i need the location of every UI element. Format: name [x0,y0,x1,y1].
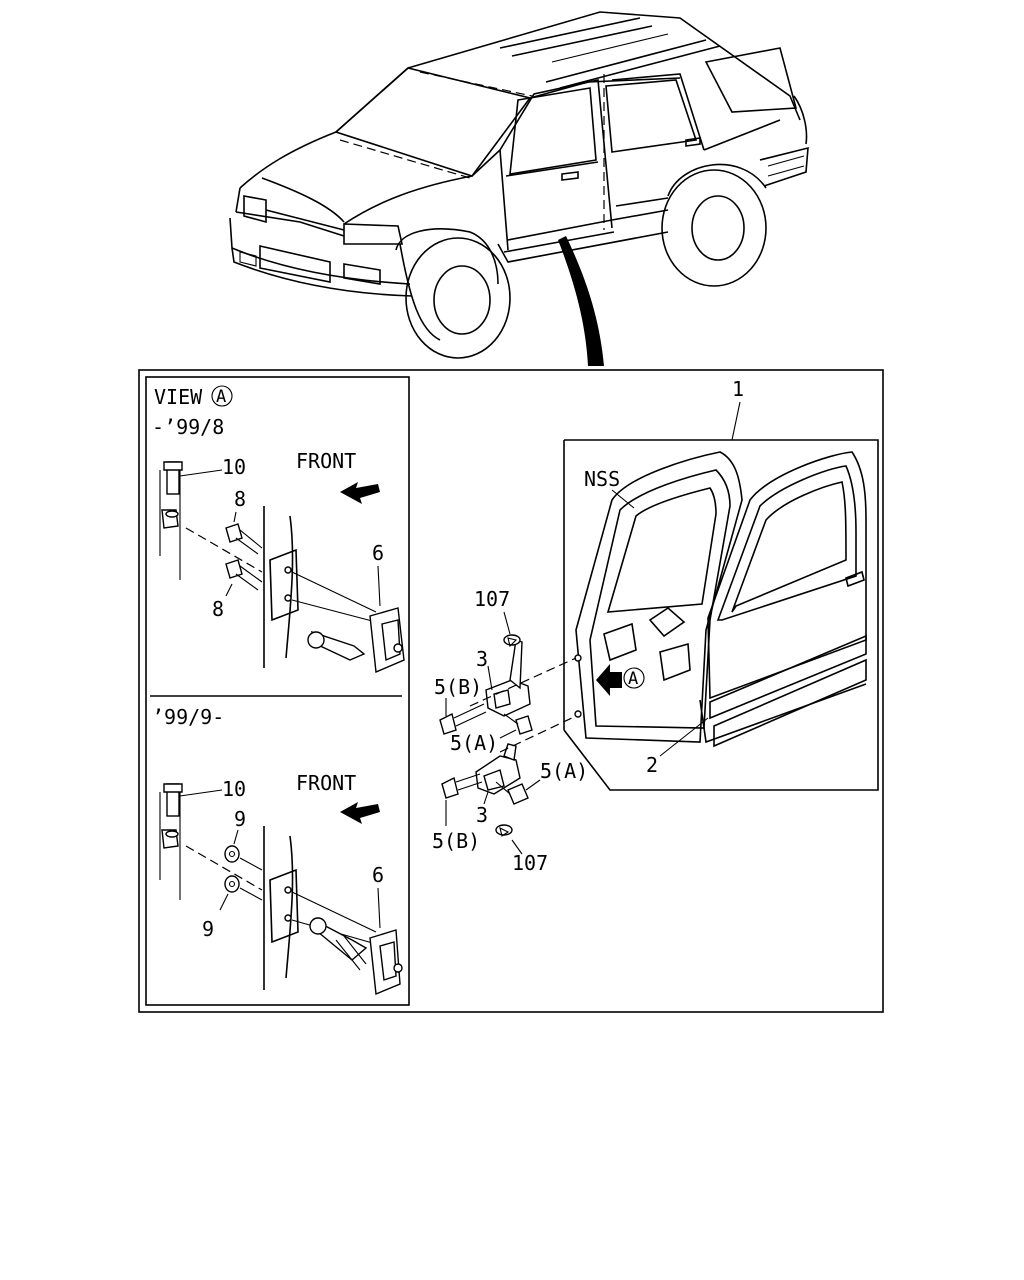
upper-period-label: -’99/8 [152,415,224,439]
callout-circle-letter: A [628,669,638,689]
view-a-panel [145,376,410,1006]
lower-period-label: ’99/9- [152,705,224,729]
part-10-lower: 10 [222,777,246,801]
front-label-upper: FRONT [296,449,356,473]
part-3-lower-leader [483,791,489,805]
view-label: VIEW [154,385,203,409]
vehicle-illustration [229,11,809,359]
part-8-upper-a: 8 [234,487,246,511]
part-1-leader [731,401,741,441]
view-circle [211,385,233,407]
part-6-upper: 6 [372,541,384,565]
front-label-lower: FRONT [296,771,356,795]
upper-subview [159,461,405,674]
callout-circle [623,667,645,689]
part-1: 1 [732,377,744,401]
nss-label: NSS [584,467,620,491]
door-inset [563,439,879,791]
view-pointer-arrow [558,236,604,366]
part-8-upper-b: 8 [212,597,224,621]
hinge-upper [439,611,577,735]
part-3-lower: 3 [476,803,488,827]
part-5a-upper: 5(A) [450,731,498,755]
part-5b-lower: 5(B) [432,829,480,853]
part-5b-upper: 5(B) [434,675,482,699]
part-2: 2 [646,753,658,777]
part-2-leader [659,717,709,757]
view-circle-letter: A [216,387,226,407]
part-10-upper: 10 [222,455,246,479]
part-3-upper: 3 [476,647,488,671]
part-5a-lower-leader [525,779,541,791]
part-107-upper: 107 [474,587,510,611]
part-5a-upper-leader [499,729,517,739]
part-9-lower-a: 9 [234,807,246,831]
part-9-lower-b: 9 [202,917,214,941]
hinge-lower [441,715,577,855]
part-6-lower: 6 [372,863,384,887]
lower-subview [159,783,403,996]
part-5a-lower: 5(A) [540,759,588,783]
nss-leader [611,489,635,509]
part-107-lower: 107 [512,851,548,875]
main-frame [138,369,884,1013]
